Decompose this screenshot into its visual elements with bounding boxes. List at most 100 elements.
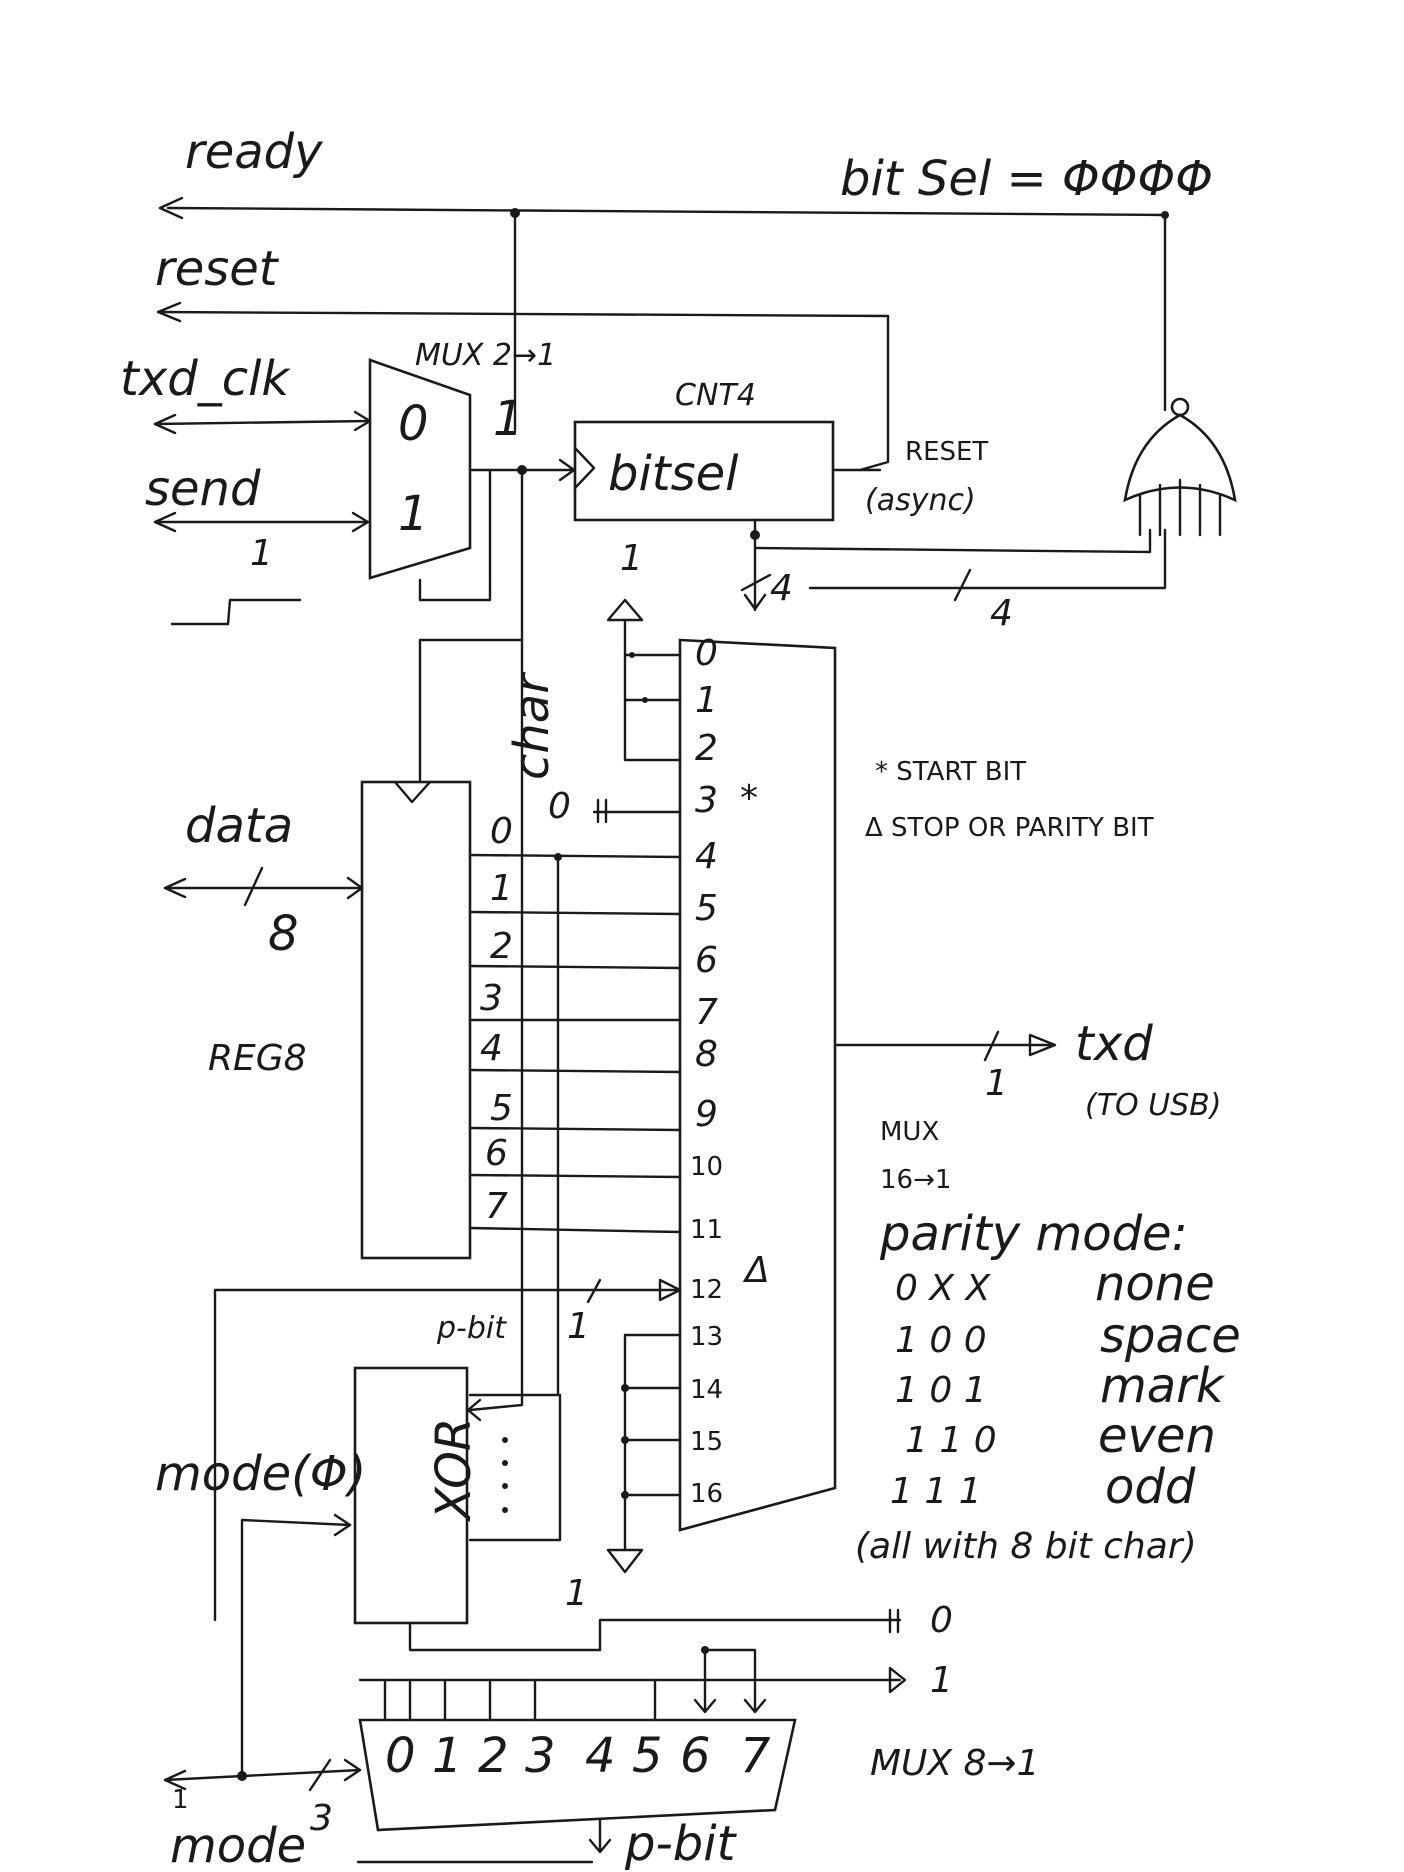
svg-text:0: 0: [548, 786, 571, 827]
start-bit-mark: *: [740, 778, 758, 819]
svg-text:8: 8: [268, 906, 299, 962]
mode0-wire: [240, 1518, 352, 1777]
send-pulse-icon: [170, 598, 302, 626]
pbit-out: [588, 1818, 612, 1854]
svg-text:6: 6: [695, 940, 718, 981]
svg-text:1: 1: [250, 533, 273, 574]
bitsel-zero-label: bit Sel = ΦΦΦΦ: [840, 151, 1213, 207]
svg-text:14: 14: [690, 1375, 723, 1405]
legend-stop: Δ STOP OR PARITY BIT: [865, 813, 1154, 843]
svg-text:16: 16: [690, 1479, 723, 1509]
cnt4-async-label: (async): [865, 483, 976, 518]
parity-name: odd: [1105, 1459, 1196, 1515]
parity-title: parity mode:: [879, 1206, 1188, 1262]
mux8-name: MUX 8→1: [870, 1743, 1040, 1784]
svg-text:1: 1: [567, 1306, 590, 1347]
parity-note: (all with 8 bit char): [855, 1526, 1197, 1567]
reset-wire: [158, 310, 890, 472]
svg-text:10: 10: [690, 1152, 723, 1182]
parity-code: 1 0 0: [895, 1320, 987, 1361]
svg-text:1: 1: [620, 538, 643, 579]
legend-start: * START BIT: [875, 757, 1026, 787]
svg-text:4: 4: [770, 568, 793, 609]
svg-text:0: 0: [490, 811, 513, 852]
cnt4-label: bitsel: [608, 446, 739, 502]
txd-clk-label: txd_clk: [120, 351, 291, 407]
svg-text:1: 1: [930, 1660, 953, 1701]
svg-text:6: 6: [680, 1728, 711, 1784]
svg-text:1: 1: [398, 486, 429, 542]
parity-name: space: [1100, 1308, 1241, 1364]
pbit-feedback: [213, 1288, 682, 1622]
svg-text:7: 7: [695, 992, 718, 1033]
cnt4-name: CNT4: [675, 378, 756, 413]
svg-text:3: 3: [480, 978, 503, 1019]
reg8-block: [360, 780, 472, 1260]
ready-label: ready: [185, 124, 323, 180]
mux8-block: [358, 1718, 797, 1832]
bitsel-to-nor: [753, 528, 1152, 554]
svg-text:3: 3: [695, 780, 718, 821]
svg-text:9: 9: [695, 1094, 718, 1135]
mode0-label: mode(Φ): [155, 1446, 366, 1502]
char-label: char: [504, 671, 560, 780]
const-one-stop-icon: [606, 598, 644, 622]
stop-bits-one-icon: [606, 1548, 644, 1574]
svg-text:5: 5: [490, 1088, 513, 1129]
svg-text:8: 8: [695, 1034, 718, 1075]
xor-label: XOR: [426, 1418, 482, 1523]
svg-text:1: 1: [695, 680, 718, 721]
parity-code: 1 1 1: [890, 1471, 982, 1512]
mode-bus: [163, 1768, 362, 1782]
svg-text:0: 0: [385, 1728, 416, 1784]
parity-code: 0 X X: [895, 1268, 991, 1309]
stop-bit-mark: Δ: [742, 1250, 770, 1291]
parity-code: 1 0 1: [895, 1370, 987, 1411]
svg-text:1: 1: [432, 1728, 463, 1784]
svg-text:12: 12: [690, 1275, 723, 1305]
txd-label: txd: [1075, 1016, 1153, 1072]
svg-text:1: 1: [565, 1573, 588, 1614]
svg-text:7: 7: [740, 1728, 771, 1784]
data-label: data: [185, 798, 293, 854]
svg-text:4: 4: [990, 593, 1013, 634]
svg-text:2: 2: [490, 926, 513, 967]
svg-text:1: 1: [985, 1063, 1008, 1104]
svg-text:2: 2: [478, 1728, 509, 1784]
mux21-name: MUX 2→1: [415, 338, 556, 373]
pbit-label-top: p-bit: [436, 1311, 507, 1346]
mux16-block: [678, 638, 837, 1532]
txd-clk-wire: [153, 419, 372, 426]
svg-text:15: 15: [690, 1427, 723, 1457]
svg-text:4: 4: [480, 1028, 503, 1069]
mux21-block: [368, 358, 472, 580]
send-label: send: [145, 461, 261, 517]
reg8-out-bus: [468, 853, 682, 1234]
svg-text:6: 6: [485, 1133, 508, 1174]
svg-text:1: 1: [490, 868, 513, 909]
reset-label: reset: [155, 241, 280, 297]
mux8-inputs: [383, 1678, 657, 1722]
svg-text:3: 3: [310, 1798, 333, 1839]
svg-text:5: 5: [632, 1728, 663, 1784]
cnt4-reset-label: RESET: [905, 437, 988, 467]
svg-text:1: 1: [493, 391, 524, 447]
pbit-label: p-bit: [624, 1816, 738, 1872]
svg-text:4: 4: [695, 836, 718, 877]
mux8-input-labels: 0 1 2 3 4 5 6 7: [385, 1728, 771, 1784]
svg-text:13: 13: [690, 1322, 723, 1352]
xor-dots: [502, 1437, 508, 1513]
reg8-name: REG8: [208, 1038, 307, 1079]
parity-table: 0 X X none 1 0 0 space 1 0 1 mark 1 1 0 …: [890, 1256, 1241, 1515]
const-one-bus: [623, 618, 682, 762]
mux21-feedback: [418, 468, 492, 602]
svg-text:4: 4: [585, 1728, 616, 1784]
parity-name: none: [1095, 1256, 1215, 1312]
svg-text:1: 1: [172, 1785, 189, 1815]
xor-out: [408, 1618, 902, 1652]
svg-text:0: 0: [930, 1600, 953, 1641]
zero-const-wire: [592, 798, 682, 824]
to-usb-label: (TO USB): [1085, 1088, 1221, 1123]
svg-text:11: 11: [690, 1215, 723, 1245]
